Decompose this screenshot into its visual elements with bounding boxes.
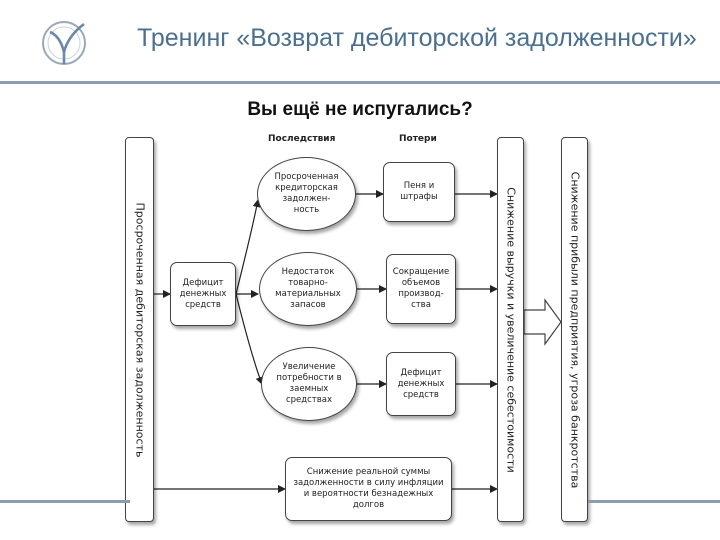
page-title: Тренинг «Возврат дебиторской задолженнос… [137, 24, 697, 52]
header-divider [0, 81, 720, 84]
production-cut-label: Сокращение объемов производ- ства [392, 267, 450, 310]
real-value-drop-label: Снижение реальной суммы задолженности в … [293, 467, 444, 510]
profit-bankruptcy-bar: Снижение прибыли предприятия, угроза бан… [561, 137, 588, 522]
slide-subtitle: Вы ещё не испугались? [247, 99, 473, 120]
overdue-receivables-bar: Просроченная дебиторская задолженность [125, 137, 154, 522]
footer-divider-left [0, 500, 130, 503]
overdue-payables-node: Просроченная кредиторская задолжен- ност… [257, 157, 356, 231]
penalties-node: Пеня и штрафы [383, 162, 455, 222]
borrowing-increase-label: Увеличение потребности в заемных средств… [276, 362, 342, 405]
borrowing-increase-node: Увеличение потребности в заемных средств… [261, 347, 357, 421]
inventory-shortage-node: Недостаток товарно- материальных запасов [259, 252, 357, 326]
revenue-cost-bar: Снижение выручки и увеличение себестоимо… [497, 137, 524, 522]
cash-deficit-node: Дефицит денежных средств [170, 262, 236, 326]
logo-icon [38, 14, 96, 77]
production-cut-node: Сокращение объемов производ- ства [386, 254, 456, 324]
cash-deficit-loss-node: Дефицит денежных средств [386, 352, 456, 416]
footer-divider-right [588, 500, 720, 503]
revenue-cost-label: Снижение выручки и увеличение себестоимо… [504, 186, 517, 473]
overdue-payables-label: Просроченная кредиторская задолжен- ност… [274, 172, 339, 215]
cash-deficit-loss-label: Дефицит денежных средств [397, 367, 445, 400]
penalties-label: Пеня и штрафы [400, 181, 438, 202]
column-heading-consequences: Последствия [268, 134, 336, 144]
real-value-drop-node: Снижение реальной суммы задолженности в … [285, 457, 452, 521]
overdue-receivables-label: Просроченная дебиторская задолженность [133, 202, 146, 457]
inventory-shortage-label: Недостаток товарно- материальных запасов [275, 267, 341, 310]
cash-deficit-label: Дефицит денежных средств [179, 277, 227, 310]
profit-bankruptcy-label: Снижение прибыли предприятия, угроза бан… [568, 171, 581, 488]
column-heading-losses: Потери [399, 134, 437, 144]
